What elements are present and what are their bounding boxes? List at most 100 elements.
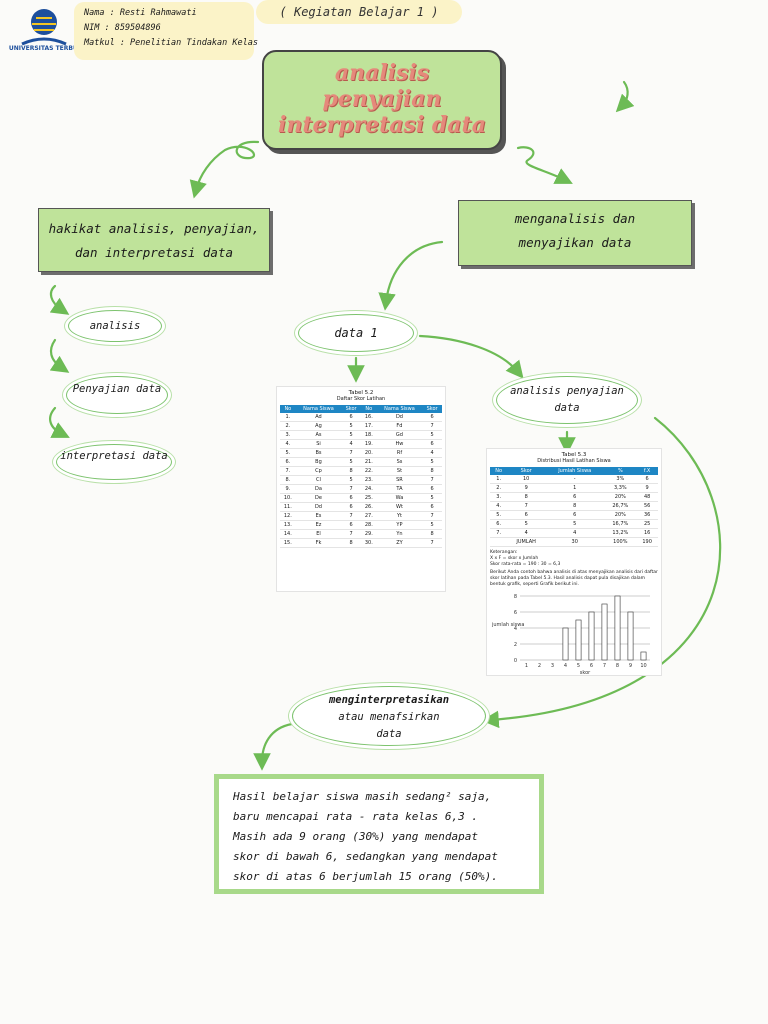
chart-xtick: 10 [640, 663, 646, 669]
skor-table-cell: 29. [360, 529, 377, 539]
skor-table-cell: 17. [360, 421, 377, 431]
distribusi-table-cell: 6 [507, 510, 546, 520]
skor-table-cell: Yn [376, 529, 423, 539]
table2-notes: Keterangan: X x F = skor x Jumlah Skor r… [490, 550, 658, 568]
distribusi-table-cell: 13,2% [604, 528, 637, 538]
main-title-box: analisis penyajian interpretasi data [262, 50, 502, 150]
skor-table-cell: 8 [341, 538, 361, 548]
skor-table-cell: 5. [280, 448, 296, 458]
distribusi-table-cell: 9 [507, 483, 546, 493]
menganalisis-line-1: menganalisis dan [514, 211, 636, 226]
skor-table-header: Nama Siswa [295, 405, 342, 413]
skor-table-cell: 7 [422, 421, 442, 431]
distribusi-table-cell: 2. [490, 483, 508, 493]
skor-table-cell: 7 [341, 529, 361, 539]
distribusi-table-header: f.X [636, 467, 658, 475]
skor-table-header: Skor [341, 405, 361, 413]
distribusi-table-cell: 8 [545, 501, 605, 511]
skor-table-cell: 21. [360, 457, 377, 467]
skor-table-cell: 5 [422, 430, 442, 440]
distribusi-table-cell: 100% [604, 537, 637, 547]
university-logo [14, 6, 84, 56]
chart-ytick: 4 [514, 626, 517, 632]
distribusi-table-cell: 1 [545, 483, 605, 493]
chart-bar [614, 595, 621, 661]
analisis-penyajian-line-2: data [554, 402, 580, 414]
skor-table-cell: 4 [341, 439, 361, 449]
skor-table-cell: Bs [295, 448, 342, 458]
chart-xtick: 3 [551, 663, 554, 669]
chart-bar [640, 651, 647, 661]
skor-table-cell: 8 [422, 466, 442, 476]
skor-table-cell: 19. [360, 439, 377, 449]
distribusi-table-cell: 16 [636, 528, 658, 538]
distribusi-table-cell: 190 [636, 537, 658, 547]
title-line-3: interpretasi data [278, 112, 486, 138]
skor-table-cell: ZY [376, 538, 423, 548]
distribusi-table-cell: 4. [490, 501, 508, 511]
student-id-card: Nama : Resti Rahmawati NIM : 859504896 M… [74, 2, 258, 60]
distribusi-table-header: No [490, 467, 508, 475]
skor-table-cell: 5 [422, 493, 442, 503]
distribusi-table-cell: 26,7% [604, 501, 637, 511]
skor-table-cell: 9. [280, 484, 296, 494]
hakikat-box: hakikat analisis, penyajian, dan interpr… [38, 208, 270, 272]
skor-table-header: No [280, 405, 296, 413]
distribusi-table-cell: 4 [545, 528, 605, 538]
distribusi-table-cell: 16,7% [604, 519, 637, 529]
distribusi-table-cell: 30 [545, 537, 605, 547]
skor-table-cell: YP [376, 520, 423, 530]
skor-table-cell: 2. [280, 421, 296, 431]
distribusi-image: Tabel 5.3 Distribusi Hasil Latihan Siswa… [486, 448, 662, 676]
hakikat-line-2: dan interpretasi data [74, 245, 234, 260]
skor-table-cell: Bg [295, 457, 342, 467]
skor-table-cell: 6 [341, 413, 361, 422]
skor-table-cell: 5 [341, 475, 361, 485]
item-penyajian: Penyajian data [66, 376, 168, 414]
menginterpretasikan-line-3: data [376, 728, 402, 740]
skor-table-cell: 6 [422, 484, 442, 494]
skor-table-cell: 30. [360, 538, 377, 548]
skor-table-cell: Ad [295, 413, 342, 422]
skor-table-cell: 15. [280, 538, 296, 548]
distribusi-table-cell: 6 [636, 475, 658, 484]
distribusi-table-cell: 7 [507, 501, 546, 511]
skor-table-cell: Fk [295, 538, 342, 548]
distribusi-table-cell: 56 [636, 501, 658, 511]
skor-table-cell: 6 [422, 439, 442, 449]
skor-table-cell: 7. [280, 466, 296, 476]
skor-table-cell: 28. [360, 520, 377, 530]
skor-table-cell: 1. [280, 413, 296, 422]
skor-table-cell: TA [376, 484, 423, 494]
skor-table-cell: St [376, 466, 423, 476]
skor-table-cell: Cl [295, 475, 342, 485]
skor-table-cell: Rf [376, 448, 423, 458]
result-line-5: skor di atas 6 berjumlah 15 orang (50%). [233, 870, 498, 883]
skor-table-cell: 7 [341, 511, 361, 521]
skor-table-cell: 25. [360, 493, 377, 503]
item-interpretasi: interpretasi data [56, 444, 172, 480]
skor-table-cell: Cp [295, 466, 342, 476]
table1-subtitle: Daftar Skor Latihan [336, 396, 386, 402]
hakikat-line-1: hakikat analisis, penyajian, [48, 221, 260, 236]
skor-table-cell: 18. [360, 430, 377, 440]
distribusi-table-cell: 9 [636, 483, 658, 493]
skor-table-cell: 7 [422, 475, 442, 485]
skor-table-cell: 27. [360, 511, 377, 521]
data1-label: data 1 [334, 326, 378, 340]
distribusi-table-cell: 5 [507, 519, 546, 529]
skor-table-cell: As [295, 430, 342, 440]
skor-table-cell: Ez [295, 520, 342, 530]
skor-table-cell: 6 [341, 502, 361, 512]
distribusi-table-header: Skor [507, 467, 546, 475]
chart-xtick: 9 [629, 663, 632, 669]
skor-table-cell: 8 [341, 466, 361, 476]
menginterpretasikan-line-1: menginterpretasikan [328, 694, 450, 706]
distribusi-table-cell: 3% [604, 475, 637, 484]
